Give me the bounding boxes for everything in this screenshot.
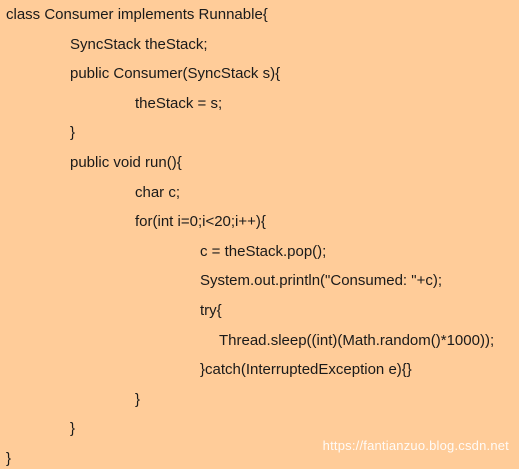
code-line-constructor-close: } (70, 124, 76, 141)
code-line-run-close: } (70, 420, 76, 437)
code-line-assignment: theStack = s; (135, 95, 223, 112)
code-line-char-declaration: char c; (135, 184, 181, 201)
code-line-try: try{ (200, 302, 222, 319)
code-line-constructor: public Consumer(SyncStack s){ (70, 65, 281, 82)
code-line-class-close: } (6, 450, 12, 467)
code-line-for-loop: for(int i=0;i<20;i++){ (135, 213, 266, 230)
code-line-pop: c = theStack.pop(); (200, 243, 327, 260)
code-line-catch: }catch(InterruptedException e){} (200, 361, 412, 378)
code-line-field: SyncStack theStack; (70, 36, 208, 53)
code-line-for-close: } (135, 391, 141, 408)
code-line-class-declaration: class Consumer implements Runnable{ (6, 6, 268, 23)
watermark-text: https://fantianzuo.blog.csdn.net (322, 438, 509, 453)
code-line-run-method: public void run(){ (70, 154, 182, 171)
code-line-println: System.out.println("Consumed: "+c); (200, 272, 442, 289)
code-line-sleep: Thread.sleep((int)(Math.random()*1000)); (219, 332, 495, 349)
